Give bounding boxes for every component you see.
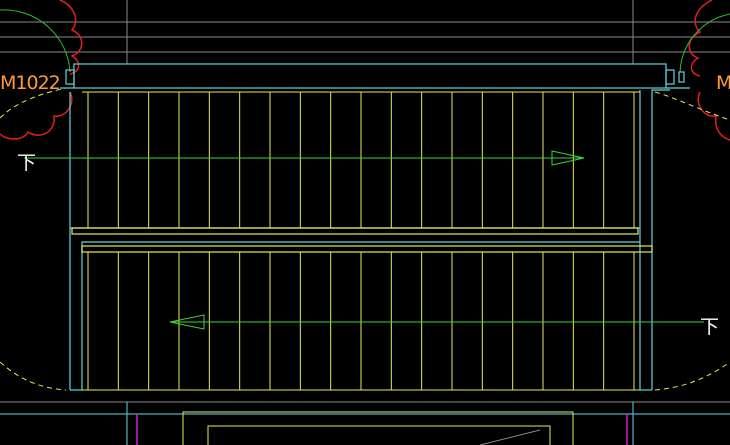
central-landing <box>71 227 653 253</box>
reference-lines <box>0 0 730 403</box>
tread-edges <box>82 91 640 391</box>
top-beam <box>60 63 690 89</box>
treads-upper-flight <box>117 92 605 228</box>
lower-direction-arrow <box>169 314 704 330</box>
upper-direction-arrow <box>24 150 585 166</box>
door-tag-left: M1022 <box>0 72 61 94</box>
bottom-structure <box>0 402 730 445</box>
door-swing-left <box>0 0 83 140</box>
lower-corner-arcs <box>0 361 730 391</box>
down-label-upper: 下 <box>17 152 37 174</box>
stair-walls <box>69 89 670 391</box>
door-tag-right: M <box>716 72 730 94</box>
treads-lower-flight <box>117 252 605 390</box>
down-label-lower: 下 <box>700 316 720 338</box>
door-swing-right <box>654 0 730 141</box>
